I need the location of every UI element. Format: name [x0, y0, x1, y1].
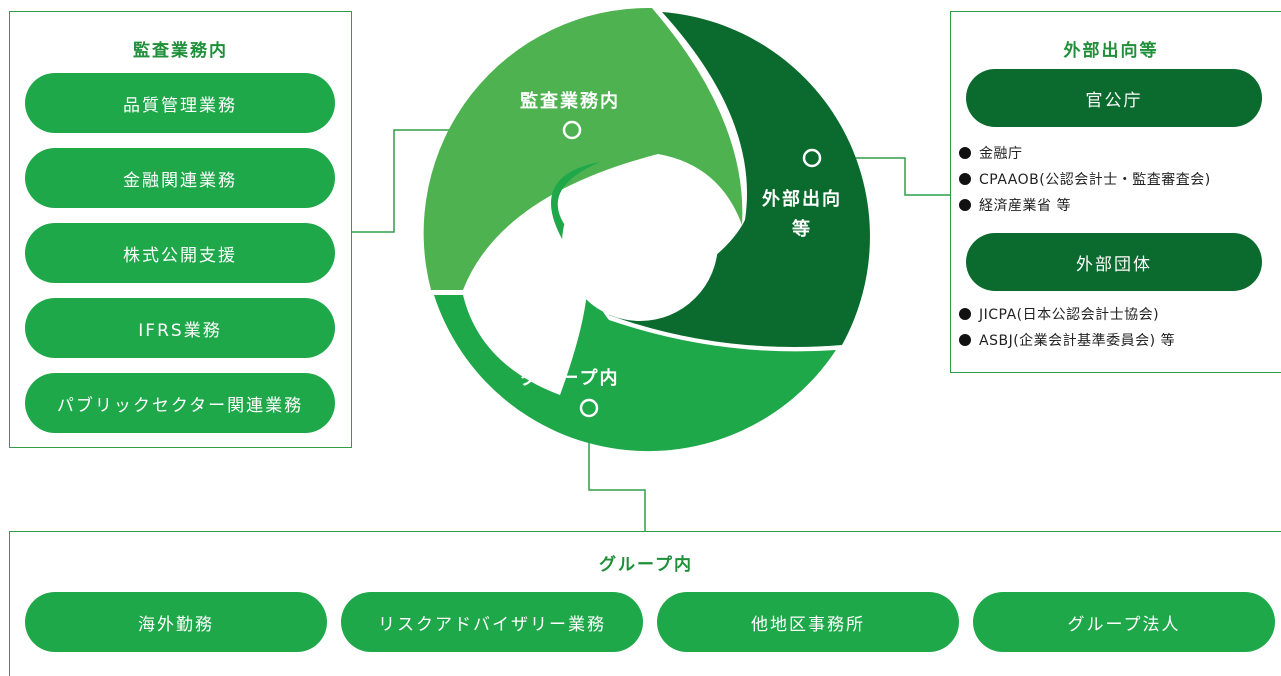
group-panel: グループ内 海外勤務 リスクアドバイザリー業務 他地区事務所 グループ法人 — [9, 531, 1281, 676]
organization-item: ASBJ(企業会計基準委員会) 等 — [959, 330, 1175, 350]
group-connector-line — [588, 408, 646, 531]
group-panel-title: グループ内 — [599, 555, 693, 575]
external-panel-title: 外部出向等 — [1063, 41, 1159, 61]
center-hole — [562, 165, 718, 321]
bullet-dot — [959, 173, 971, 185]
organizations-pill: 外部団体 — [966, 233, 1262, 291]
external-panel: 外部出向等 官公庁 金融庁 CPAAOB(公認会計士・監査審査会) 経済産業省 … — [950, 11, 1281, 373]
audit-segment — [423, 7, 743, 290]
government-item: 経済産業省 等 — [959, 195, 1071, 215]
government-item: 金融庁 — [959, 143, 1023, 163]
audit-item-public-sector: パブリックセクター関連業務 — [25, 373, 335, 433]
cycle-group-label: グループ内 — [520, 368, 620, 389]
audit-panel: 監査業務内 品質管理業務 金融関連業務 株式公開支援 IFRS業務 パブリックセ… — [9, 11, 352, 448]
government-item: CPAAOB(公認会計士・監査審査会) — [959, 169, 1211, 189]
external-segment — [609, 12, 870, 347]
group-item-overseas: 海外勤務 — [25, 592, 327, 652]
bullet-dot — [959, 308, 971, 320]
group-item-regional-office: 他地区事務所 — [657, 592, 959, 652]
audit-item-quality: 品質管理業務 — [25, 73, 335, 133]
bullet-dot — [959, 334, 971, 346]
cycle-external-label-line1: 外部出向 — [762, 189, 842, 210]
group-item-group-corporation: グループ法人 — [973, 592, 1275, 652]
cycle-audit-label: 監査業務内 — [520, 91, 620, 112]
external-connector-line — [812, 157, 950, 196]
audit-panel-title: 監査業務内 — [133, 41, 228, 61]
organization-item: JICPA(日本公認会計士協会) — [959, 304, 1159, 324]
cycle-external-label-line2: 等 — [792, 219, 812, 240]
group-item-risk-advisory: リスクアドバイザリー業務 — [341, 592, 643, 652]
external-ring-marker — [802, 148, 822, 168]
audit-item-financial: 金融関連業務 — [25, 148, 335, 208]
government-pill: 官公庁 — [966, 69, 1262, 127]
audit-item-ipo: 株式公開支援 — [25, 223, 335, 283]
audit-item-ifrs: IFRS業務 — [25, 298, 335, 358]
group-ring-marker — [579, 398, 599, 418]
bullet-dot — [959, 199, 971, 211]
group-segment — [434, 162, 836, 452]
bullet-dot — [959, 147, 971, 159]
audit-ring-marker — [562, 120, 582, 140]
cycle-external-label: 外部出向 等 — [752, 185, 852, 245]
